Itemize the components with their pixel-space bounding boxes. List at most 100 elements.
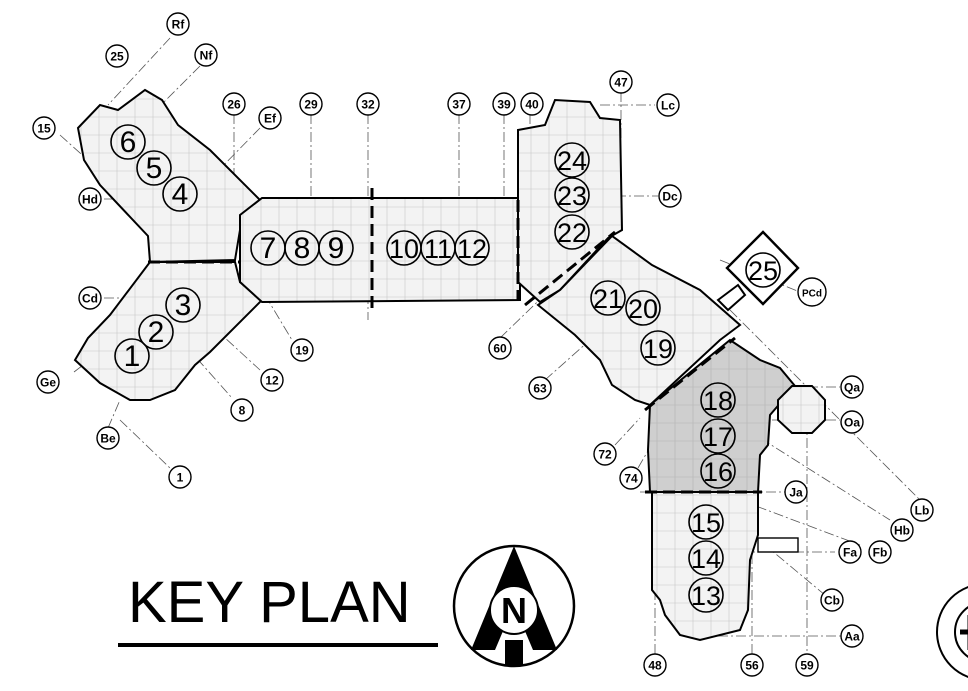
- grid-bubble-label: Hb: [894, 524, 910, 538]
- zone-marker-3: 3: [165, 287, 201, 323]
- grid-bubble-56: 56: [740, 653, 764, 677]
- zone-marker-24: 24: [554, 142, 590, 178]
- grid-bubble-label: 12: [265, 374, 279, 388]
- grid-bubble-nf: Nf: [194, 43, 218, 67]
- grid-bubble-label: PCd: [802, 289, 822, 300]
- zone-number: 23: [557, 181, 587, 211]
- grid-bubble-60: 60: [488, 336, 512, 360]
- grid-bubble-label: Fa: [843, 546, 857, 560]
- grid-bubble-48: 48: [643, 653, 667, 677]
- page-title: KEY PLAN: [128, 570, 411, 635]
- zone-marker-12: 12: [454, 230, 490, 266]
- zone-number: 21: [593, 284, 623, 314]
- grid-bubble-label: Lc: [661, 99, 675, 113]
- grid-bubble-label: Ge: [40, 376, 56, 390]
- zone-number: 13: [691, 581, 721, 611]
- grid-bubble-dc: Dc: [658, 184, 682, 208]
- grid-bubble-fb: Fb: [868, 540, 892, 564]
- zone-number: 14: [691, 544, 721, 574]
- grid-bubble-label: 1: [177, 471, 184, 485]
- zone-marker-1: 1: [114, 338, 150, 374]
- grid-bubble-59: 59: [795, 653, 819, 677]
- zone-number: 2: [148, 316, 165, 349]
- grid-bubble-aa: Aa: [840, 624, 864, 648]
- grid-bubble-label: 8: [239, 404, 246, 418]
- grid-bubble-12: 12: [260, 368, 284, 392]
- grid-bubble-be: Be: [96, 426, 120, 450]
- central-corridor: [239, 197, 521, 304]
- grid-bubble-72: 72: [593, 442, 617, 466]
- zone-separators: [148, 188, 762, 494]
- grid-bubble-hb: Hb: [890, 518, 914, 542]
- grid-bubble-ef: Ef: [258, 106, 282, 130]
- grid-bubble-1: 1: [168, 465, 192, 489]
- grid-bubble-39: 39: [492, 92, 516, 116]
- zone-number: 5: [146, 152, 163, 185]
- zone-25-building: [725, 230, 800, 306]
- grid-bubble-label: 19: [295, 344, 309, 358]
- zone-marker-11: 11: [420, 230, 456, 266]
- east-stub: [757, 537, 799, 553]
- grid-bubble-qa: Qa: [840, 375, 864, 399]
- grid-bubble-label: 74: [624, 472, 638, 486]
- zone-number: 1: [124, 340, 141, 373]
- sw-wing: [73, 261, 264, 401]
- zone-number: 10: [389, 234, 419, 264]
- grid-bubble-74: 74: [619, 466, 643, 490]
- grid-bubble-label: Ja: [789, 486, 803, 500]
- grid-bubble-lc: Lc: [656, 93, 680, 117]
- zone-marker-16: 16: [700, 453, 736, 489]
- zone-marker-9: 9: [318, 230, 354, 266]
- grid-bubble-hd: Hd: [78, 187, 102, 211]
- north-arrow: N: [452, 544, 576, 668]
- zone-marker-21: 21: [590, 280, 626, 316]
- grid-bubble-label: 59: [800, 659, 814, 673]
- grid-bubble-8: 8: [230, 398, 254, 422]
- grid-bubble-lb: Lb: [910, 498, 934, 522]
- grid-bubble-cb: Cb: [820, 588, 844, 612]
- grid-bubble-47: 47: [609, 70, 633, 94]
- grid-bubble-label: Be: [100, 432, 116, 446]
- zone-number: 18: [703, 386, 733, 416]
- zone-number: 7: [260, 232, 277, 265]
- zone-marker-13: 13: [688, 577, 724, 613]
- grid-bubble-label: 72: [598, 448, 612, 462]
- grid-bubble-26: 26: [222, 92, 246, 116]
- grid-bubble-label: 32: [361, 98, 375, 112]
- grid-bubble-15: 15: [32, 116, 56, 140]
- grid-bubble-25: 25: [105, 44, 129, 68]
- grid-bubble-label: Nf: [200, 49, 214, 63]
- grid-bubble-label: 15: [37, 122, 51, 136]
- grid-bubble-label: Oa: [844, 416, 860, 430]
- grid-bubble-label: 60: [493, 342, 507, 356]
- grid-bubble-label: 63: [533, 382, 547, 396]
- zone-marker-15: 15: [688, 504, 724, 540]
- zone-marker-25: 25: [745, 252, 781, 288]
- zone-marker-18: 18: [700, 382, 736, 418]
- grid-bubble-oa: Oa: [840, 410, 864, 434]
- north-letter: N: [501, 590, 527, 631]
- zone-marker-5: 5: [136, 150, 172, 186]
- grid-bubble-label: Aa: [844, 630, 860, 644]
- zone-marker-19: 19: [640, 330, 676, 366]
- zone-number: 24: [557, 146, 587, 176]
- grid-bubble-label: 39: [497, 98, 511, 112]
- zone-number: 17: [703, 422, 733, 452]
- grid-bubble-cd: Cd: [78, 286, 102, 310]
- zone-number: 15: [691, 508, 721, 538]
- grid-bubble-32: 32: [356, 92, 380, 116]
- link-passage: [716, 283, 747, 312]
- zone-number: 16: [703, 457, 733, 487]
- zone-number: 4: [172, 178, 189, 211]
- grid-bubble-label: Ef: [264, 112, 277, 126]
- grid-bubble-29: 29: [299, 92, 323, 116]
- grid-bubble-label: Lb: [915, 504, 930, 518]
- ne-tower: [517, 98, 624, 304]
- zone-number: 3: [175, 289, 192, 322]
- grid-bubble-label: Cb: [824, 594, 840, 608]
- grid-bubble-fa: Fa: [838, 540, 862, 564]
